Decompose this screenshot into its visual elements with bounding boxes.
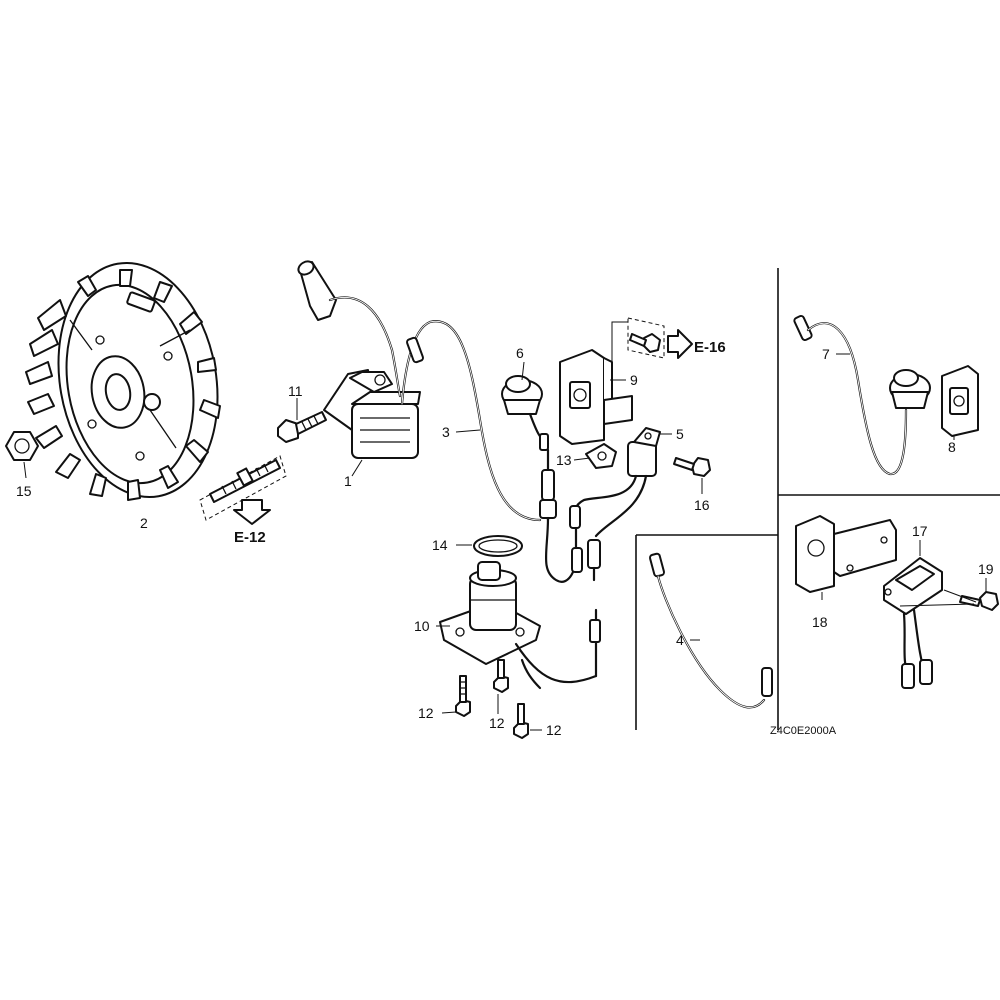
callout-3: 3 [442,424,450,440]
screw-19 [899,578,999,611]
callout-5: 5 [676,426,684,442]
e16-screw [611,317,693,362]
callout-8: 8 [948,439,956,455]
callout-16: 16 [694,497,710,513]
callout-15: 15 [16,483,32,499]
wire-harness [539,448,601,583]
callout-10: 10 [414,618,430,634]
wire-4 [648,552,773,709]
solenoid-assembly [436,561,601,690]
alert-screw [673,457,711,494]
panel-dividers [635,268,1000,730]
callout-12c: 12 [546,722,562,738]
callout-7: 7 [822,346,830,362]
callout-2: 2 [140,515,148,531]
callout-12b: 12 [489,715,505,731]
spark-plug-cap [297,260,402,398]
oil-level-switch [501,361,550,451]
coil-wire [400,320,542,522]
callout-13: 13 [556,452,572,468]
callout-17: 17 [912,523,928,539]
flywheel-nut [5,431,39,479]
control-unit-17 [883,540,943,689]
diagram-code: Z4C0E2000A [770,725,837,737]
callout-11: 11 [288,383,303,399]
oil-alert-unit [572,427,672,538]
callout-labels: 1 2 3 4 5 6 7 8 9 10 11 12 12 12 13 14 1… [16,345,994,738]
callout-6: 6 [516,345,524,361]
wire-clip [573,443,617,469]
flywheel [25,262,221,501]
callout-19: 19 [978,561,994,577]
callout-14: 14 [432,537,448,553]
callout-9: 9 [630,372,638,388]
callout-18: 18 [812,614,828,630]
stud-assembly [199,455,287,525]
coil-bolt [277,398,327,443]
ref-e16: E-16 [694,339,726,356]
bracket-18 [795,515,897,600]
switch-bracket [559,349,633,445]
callout-12a: 12 [418,705,434,721]
callout-4: 4 [676,632,684,648]
callout-1: 1 [344,473,352,489]
solenoid-bolts [441,659,542,739]
ignition-coil [323,369,421,477]
wire-7 [793,314,931,476]
ref-e12: E-12 [234,529,266,546]
bracket-8 [941,365,979,440]
o-ring [456,535,523,557]
